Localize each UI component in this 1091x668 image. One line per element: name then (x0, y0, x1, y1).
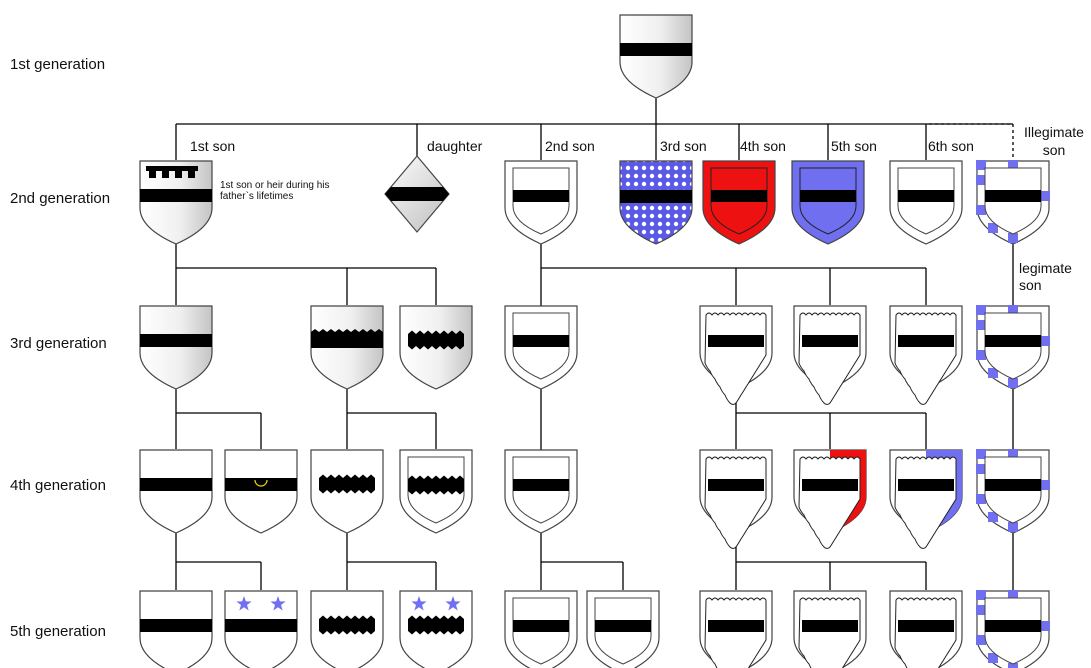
shield-gen5-4 (399, 590, 473, 668)
shield-gen5-5 (504, 590, 578, 668)
shield-gen3-4 (504, 305, 578, 390)
generation-label-3: 3rd generation (10, 335, 107, 352)
shield-gen4-3 (310, 449, 384, 534)
generation-label-2: 2nd generation (10, 190, 111, 207)
shield-first-son (139, 160, 213, 245)
label-sixth-son: 6th son (928, 138, 974, 154)
shield-fifth-son (791, 160, 865, 245)
shield-illegitimate-son (976, 160, 1050, 245)
shield-gen3-2 (310, 305, 384, 390)
shield-gen5-1 (139, 590, 213, 668)
shield-fourth-son (702, 160, 776, 245)
shield-gen3-6 (793, 305, 867, 405)
shield-gen4-9 (976, 449, 1050, 534)
shield-progenitor (619, 14, 693, 99)
shield-gen4-1 (139, 449, 213, 534)
shield-gen4-2 (224, 449, 298, 534)
shield-gen3-3 (399, 305, 473, 390)
shield-gen3-1 (139, 305, 213, 390)
lozenge-daughter (384, 155, 450, 233)
generation-label-5: 5th generation (10, 623, 106, 640)
label-first-son: 1st son (190, 138, 236, 154)
shield-gen3-5 (699, 305, 773, 405)
shield-second-son (504, 160, 578, 245)
shield-sixth-son (889, 160, 963, 245)
shield-gen3-8 (976, 305, 1050, 390)
label-fourth-son: 4th son (740, 138, 786, 154)
label-second-son: 2nd son (545, 138, 595, 154)
heir-note: 1st son or heir during his father`s life… (220, 180, 330, 202)
generation-label-1: 1st generation (10, 56, 106, 73)
shield-gen5-9 (889, 590, 963, 668)
shield-gen5-10 (976, 590, 1050, 668)
shield-gen5-2 (224, 590, 298, 668)
shield-gen5-3 (310, 590, 384, 668)
shield-third-son (619, 160, 693, 245)
shield-gen3-7 (889, 305, 963, 405)
shields (139, 14, 1050, 668)
shield-gen4-7 (793, 449, 867, 549)
shield-gen5-7 (699, 590, 773, 668)
label-third-son: 3rd son (660, 138, 707, 154)
tree-lines (175, 92, 1014, 590)
shield-gen4-8 (889, 449, 963, 549)
label-daughter: daughter (427, 138, 483, 154)
label-legitimate-son: legimate son (1019, 260, 1072, 293)
generation-label-4: 4th generation (10, 477, 106, 494)
shield-gen5-8 (793, 590, 867, 668)
shield-gen4-5 (504, 449, 578, 534)
shield-gen4-6 (699, 449, 773, 549)
label-illegitimate-son: Illegimate son (1024, 124, 1084, 158)
shield-gen5-6 (586, 590, 660, 668)
label-fifth-son: 5th son (831, 138, 877, 154)
shield-gen4-4 (399, 449, 473, 534)
